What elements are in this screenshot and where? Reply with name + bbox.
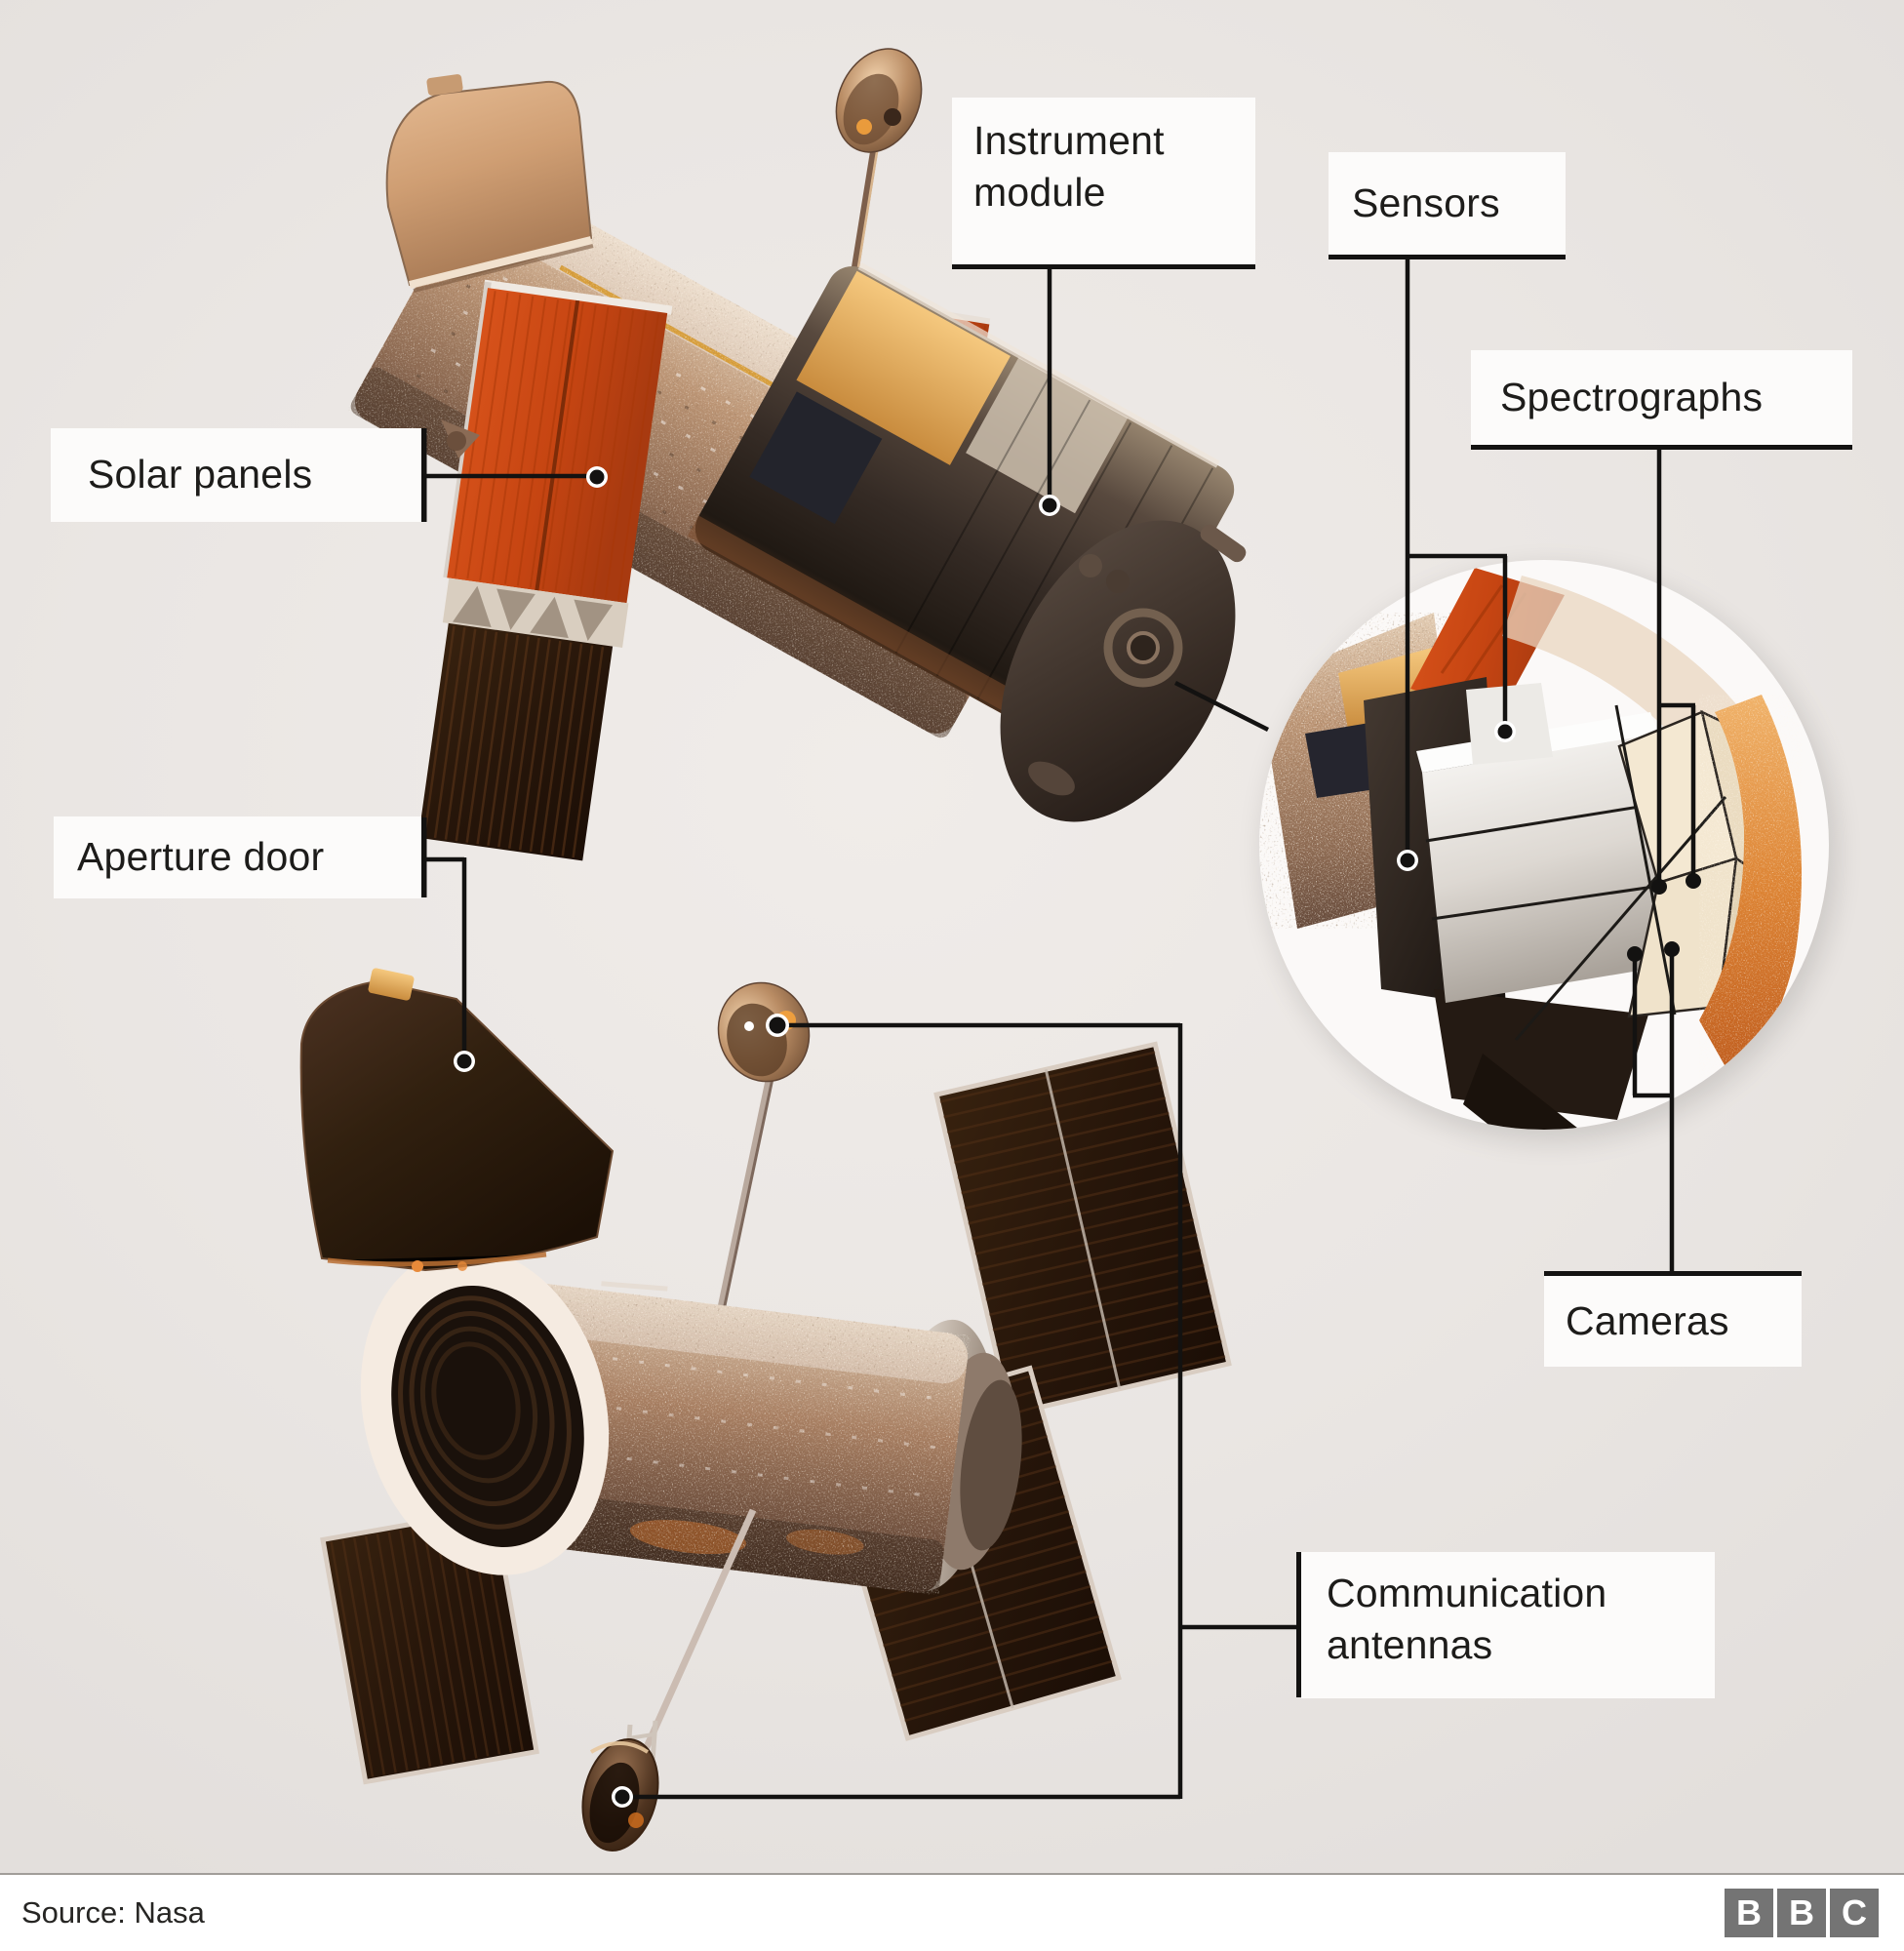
- pointer-dots: [454, 466, 1701, 1808]
- bbc-logo-square-1: B: [1725, 1889, 1773, 1937]
- dot-camera-1: [1627, 946, 1643, 962]
- label-aperture-door: Aperture door: [54, 816, 421, 898]
- bbc-logo-square-2: B: [1777, 1889, 1826, 1937]
- dot-camera-2: [1664, 941, 1680, 957]
- label-instrument-module: Instrument module: [952, 98, 1255, 269]
- label-cameras: Cameras: [1544, 1271, 1802, 1367]
- label-communication-antennas: Communication antennas: [1301, 1552, 1715, 1698]
- dot-sensor-2: [1494, 721, 1516, 742]
- dot-spectrograph-1: [1651, 879, 1667, 895]
- telescope-aperture-opening: [360, 1248, 610, 1575]
- telescope-tube-bottom: [483, 1280, 971, 1596]
- dot-solar-panels: [586, 466, 608, 488]
- aperture-door-bottom: [299, 968, 615, 1272]
- bbc-logo: B B C: [1725, 1889, 1879, 1937]
- satellite-bottom: [299, 968, 1232, 1851]
- solar-array-right-upper: [933, 1041, 1232, 1417]
- satellite-top: [347, 48, 1247, 861]
- dot-comm-antenna-upper: [766, 1014, 789, 1037]
- bbc-logo-square-3: C: [1830, 1889, 1879, 1937]
- footer: Source: Nasa B B C: [0, 1873, 1904, 1951]
- dot-sensor-1: [1397, 850, 1418, 871]
- dot-aperture-door: [454, 1051, 475, 1072]
- label-spectrographs: Spectrographs: [1471, 350, 1852, 450]
- dot-comm-antenna-lower: [612, 1786, 633, 1808]
- inset-detail-circle: [1259, 560, 1837, 1141]
- label-solar-panels: Solar panels: [51, 428, 421, 522]
- solar-panel-left: [417, 279, 673, 861]
- antenna-bottom-satellite-upper: [685, 981, 811, 1464]
- label-sensors: Sensors: [1329, 152, 1566, 259]
- solar-panel-bottom-left: [320, 1506, 539, 1785]
- leader-lines: [421, 257, 1696, 1800]
- dot-spectrograph-2: [1686, 873, 1701, 889]
- aperture-door-open: [385, 74, 594, 293]
- source-credit: Source: Nasa: [21, 1895, 205, 1930]
- dot-instrument-module: [1039, 495, 1060, 516]
